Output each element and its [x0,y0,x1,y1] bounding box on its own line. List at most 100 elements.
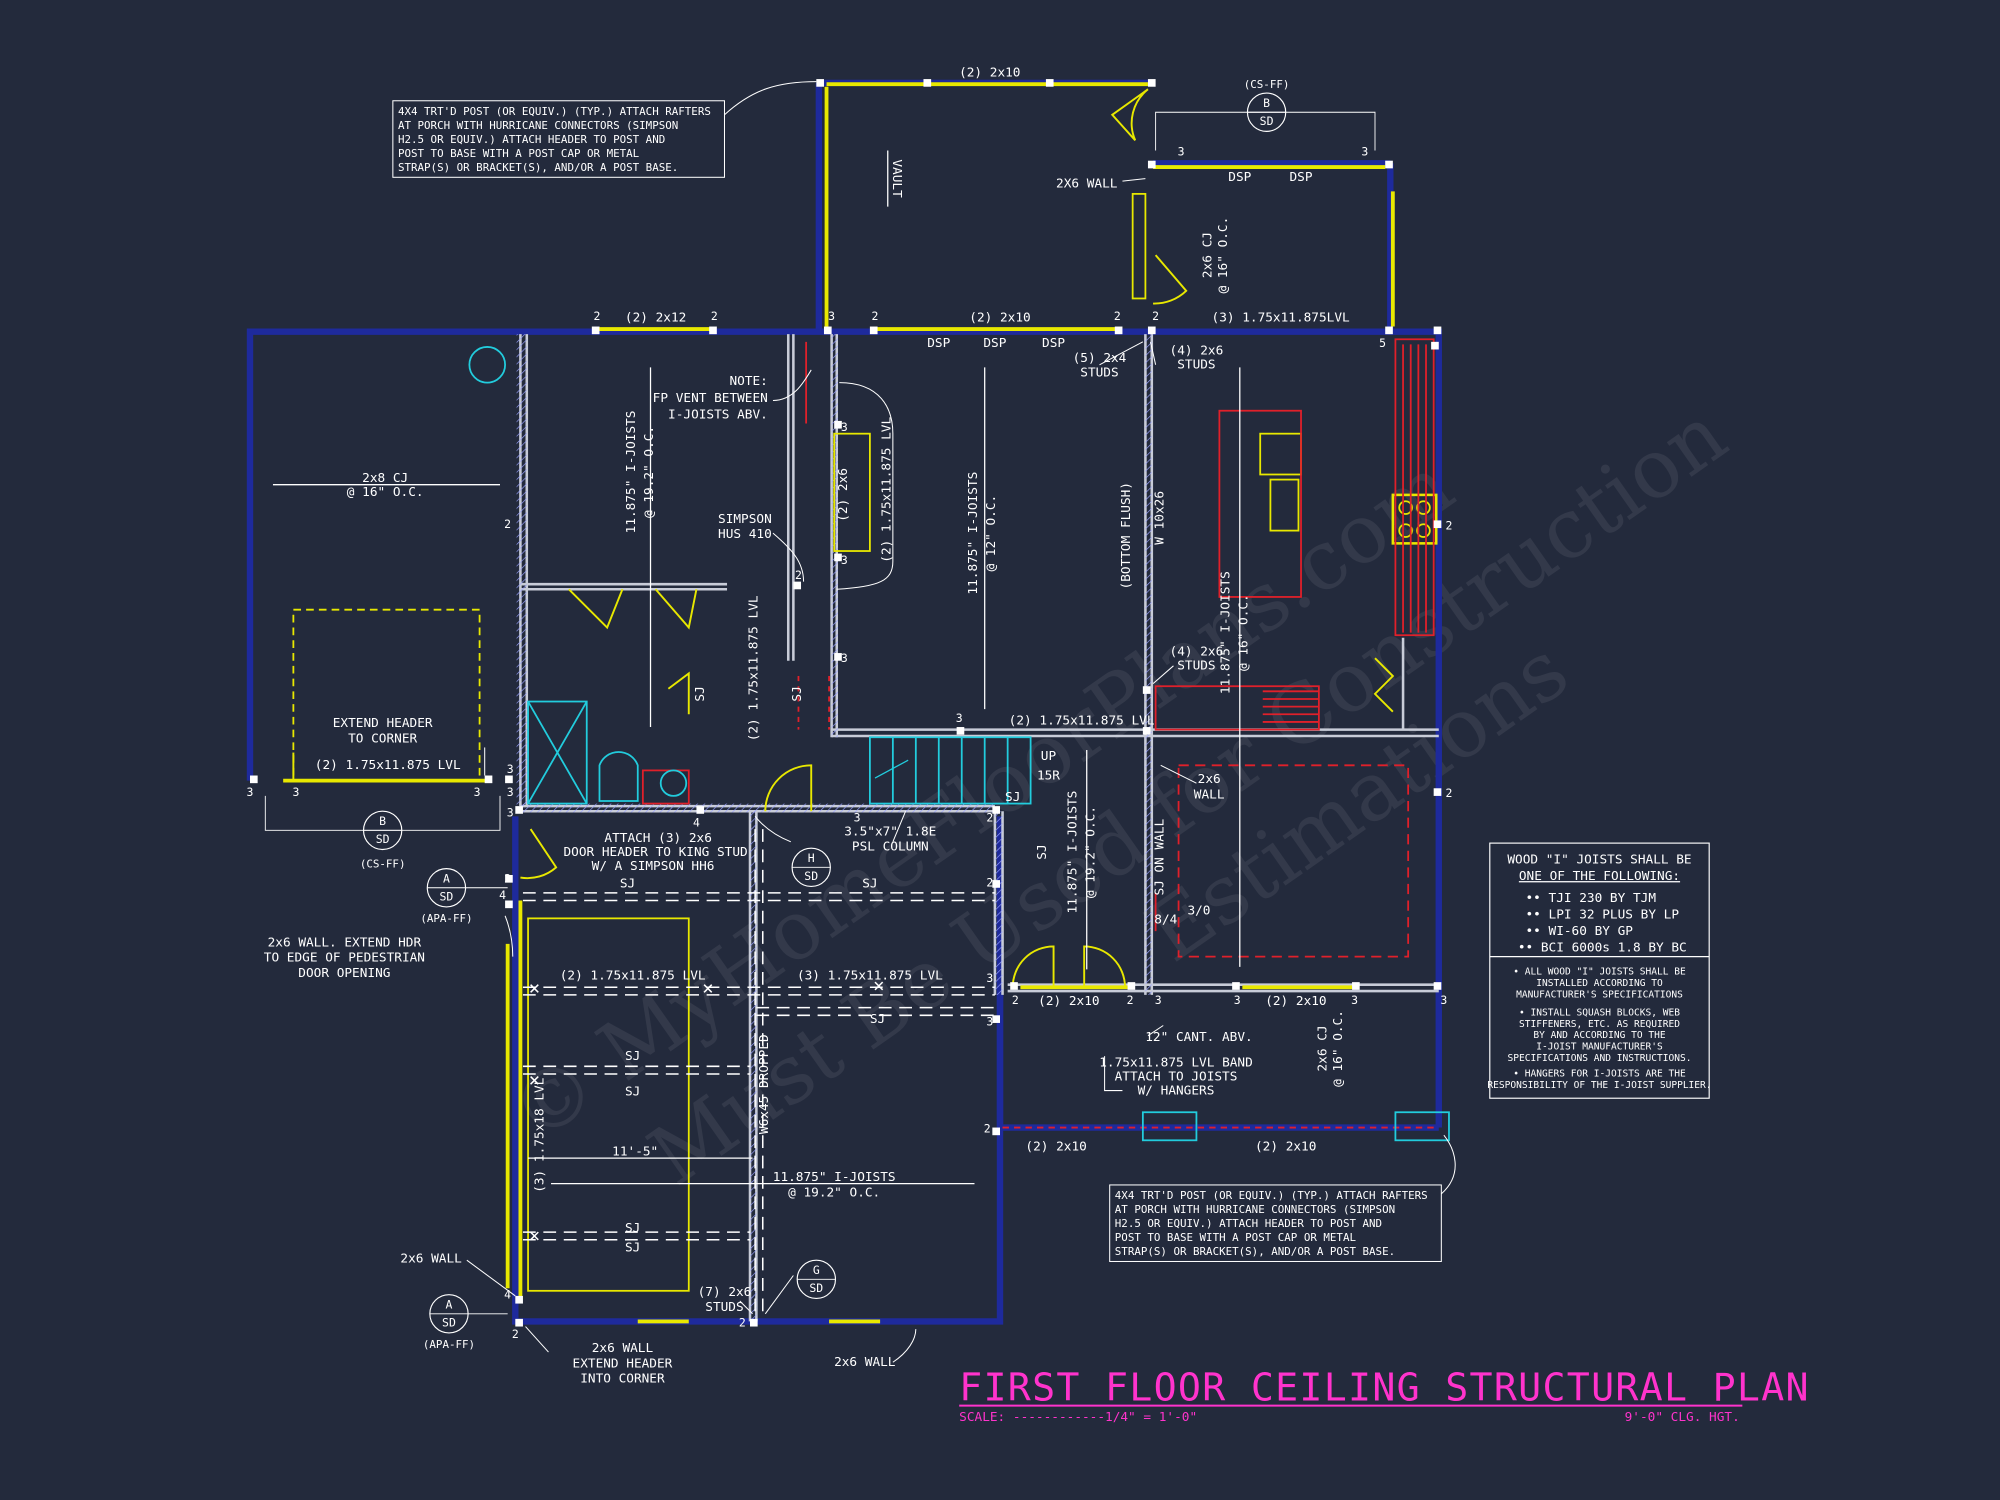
header-label: (2) 2x10 [1265,994,1326,1009]
post-count: 2 [1114,309,1121,323]
section-tag-ref: (APA-FF) [423,1338,475,1351]
post-note-bottom-line: 4X4 TRT'D POST (OR EQUIV.) (TYP.) ATTACH… [1115,1189,1428,1202]
cj-spacing-label: @ 16" O.C. [1216,217,1231,294]
joist-note: • INSTALL SQUASH BLOCKS, WEB [1519,1007,1680,1018]
section-tag-sheet: SD [440,890,454,904]
wall-label: 2x6 WALL [834,1355,896,1370]
lvl-label: (3) 1.75x18 LVL [532,1077,547,1192]
post-count: 2 [593,309,600,323]
sj-label: SJ [625,1085,640,1100]
cyan-fixtures [468,346,1450,1142]
ijoist-spacing-label: @ 19.2" O.C. [642,426,657,518]
post-count: 2 [512,1327,519,1341]
sj-label: SJ [625,1049,640,1064]
sj-label: SJ [693,686,708,701]
section-tag-sheet: SD [376,832,390,846]
post-note-top-line: AT PORCH WITH HURRICANE CONNECTORS (SIMP… [398,119,678,132]
band-label: 1.75x11.875 LVL BAND [1099,1055,1253,1070]
post-count: 3 [507,785,514,799]
header-label: (2) 2x10 [1025,1140,1086,1155]
joist-spec-box: WOOD "I" JOISTS SHALL BE ONE OF THE FOLL… [1487,842,1712,1099]
post-count: 4 [499,888,506,902]
post-count: 2 [872,309,879,323]
post-count: 3 [854,810,861,824]
studs-label: STUDS [1177,659,1215,674]
sj-label: SJ [1035,844,1050,859]
post-count: 2 [986,810,993,824]
post-note-top-line: STRAP(S) OR BRACKET(S), AND/OR A POST BA… [398,161,678,174]
studs-label: STUDS [1177,358,1215,373]
post-count: 3 [1155,993,1162,1007]
header-label: (2) 2x12 [625,310,686,325]
sj-label: SJ [625,1240,640,1255]
lvl-label: (2) 1.75x11.875 LVL [747,595,762,741]
joist-option: •• TJI 230 BY TJM [1526,891,1657,906]
section-tag-a-lower: A SD (APA-FF) [423,1294,508,1351]
header-label: (2) 2x10 [1038,994,1099,1009]
header-label: (2) 2x10 [1255,1140,1316,1155]
section-tag-sheet: SD [1260,114,1274,128]
section-tag-ref: (CS-FF) [360,857,406,870]
title-block: FIRST FLOOR CEILING STRUCTURAL PLAN SCAL… [959,1366,1808,1425]
post-note-bottom-line: STRAP(S) OR BRACKET(S), AND/OR A POST BA… [1115,1245,1395,1258]
dsp-label: DSP [1290,170,1313,185]
note-label: NOTE: [729,374,767,389]
sj-label: SJ [625,1221,640,1236]
post-count: 3 [507,805,514,819]
stair-risers-label: 15R [1037,768,1060,783]
post-count: 3 [1351,993,1358,1007]
section-tag-sheet: SD [442,1316,456,1330]
wall-extend-label: DOOR OPENING [298,966,390,981]
joist-note: SPECIFICATIONS AND INSTRUCTIONS. [1508,1053,1692,1064]
ijoist-label: 11.875" I-JOISTS [624,411,639,534]
lvl-label: (3) 1.75x11.875 LVL [797,969,943,984]
post-note-bottom-line: H2.5 OR EQUIV.) ATTACH HEADER TO POST AN… [1115,1217,1382,1230]
post-count: 3 [507,762,514,776]
sj-on-wall-label: SJ ON WALL [1152,818,1167,895]
lvl-label: (2) 1.75x11.875 LVL [879,417,894,563]
dsp-label: DSP [1042,336,1065,351]
attach-label: DOOR HEADER TO KING STUD [563,845,747,860]
studs-label: STUDS [705,1300,743,1315]
section-tag-b-top: (CS-FF) B SD [1155,78,1376,151]
sj-label: SJ [870,1012,885,1027]
leader-lines [466,81,1456,1363]
post-count: 2 [1012,993,1019,1007]
studs-label: (4) 2x6 [1170,645,1224,660]
ijoist-spacing-label: @ 16" O.C. [1236,594,1251,671]
post-note-top-line: POST TO BASE WITH A POST CAP OR METAL [398,147,640,160]
cj-spacing-label: @ 16" O.C. [347,485,424,500]
section-tag-a-upper: A SD (APA-FF) [420,868,508,925]
post-count: 5 [1379,336,1386,350]
attach-label: ATTACH (3) 2x6 [604,831,711,846]
studs-label: (7) 2x6 [698,1285,752,1300]
studs-label: STUDS [1080,365,1118,380]
post-count: 3 [828,309,835,323]
joist-option: •• LPI 32 PLUS BY LP [1526,907,1680,922]
post-count: 2 [739,1316,746,1330]
studs-label: (5) 2x4 [1073,351,1127,366]
section-tag-sheet: SD [809,1281,823,1295]
bottom-flush-label: (BOTTOM FLUSH) [1119,482,1134,589]
band-label: ATTACH TO JOISTS [1115,1069,1238,1084]
door-swings [292,88,1395,988]
post-count: 3 [247,785,254,799]
post-count: 3 [841,553,848,567]
ijoist-label: 11.875" I-JOISTS [1219,571,1234,694]
section-tag-letter: B [1263,96,1270,110]
joist-option: •• WI-60 BY GP [1526,924,1634,939]
section-tag-ref: (CS-FF) [1244,78,1290,91]
cj-spacing-label: @ 16" O.C. [1331,1010,1346,1087]
x-marks [530,981,884,1241]
wall-extend-label: INTO CORNER [580,1372,665,1387]
sj-label: SJ [862,877,877,892]
wall-label: 2x6 [1198,772,1221,787]
post-note-bottom-line: AT PORCH WITH HURRICANE CONNECTORS (SIMP… [1115,1203,1395,1216]
joist-spec-header: WOOD "I" JOISTS SHALL BE [1507,853,1691,868]
post-count: 3 [956,711,963,725]
dsp-label: DSP [1228,170,1251,185]
post-count: 2 [1446,518,1453,532]
lvl-label: (2) 1.75x11.875 LVL [315,758,461,773]
door-size-label: 8/4 [1154,912,1177,927]
section-tag-ref: (APA-FF) [420,912,472,925]
